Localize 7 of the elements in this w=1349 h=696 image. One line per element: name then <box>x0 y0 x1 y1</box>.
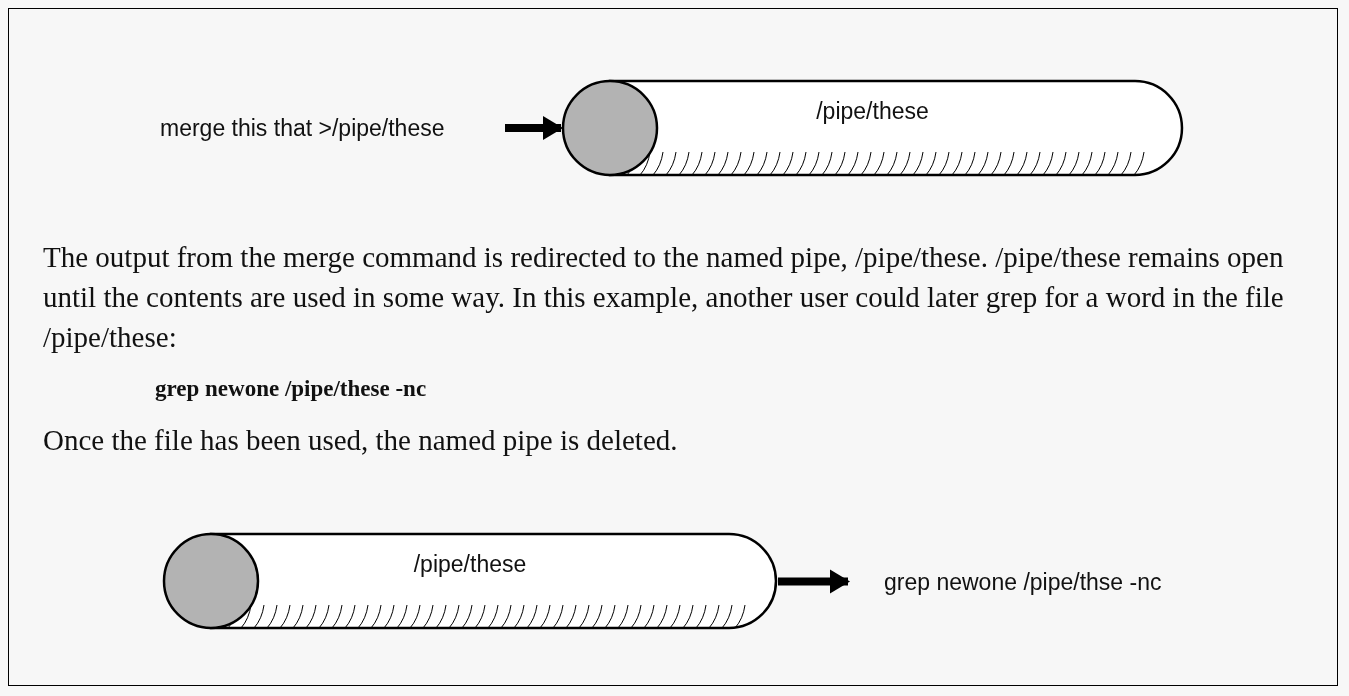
pipe-label: /pipe/these <box>412 551 528 578</box>
paragraph: The output from the merge command is redirected to the named pipe, /pipe/these. /pipe/these remains open until the contents are used in some way. In this example, another user could later grep for a word in the file /pipe/these: <box>43 240 1285 355</box>
command-text: merge this that >/pipe/these <box>160 110 505 146</box>
command-example: grep newone /pipe/these -nc <box>155 375 428 403</box>
paragraph: Once the file has been used, the named pipe is deleted. <box>43 423 679 458</box>
command-text: grep newone /pipe/thse -nc <box>848 564 1178 600</box>
pipe-label: /pipe/these <box>815 98 930 125</box>
